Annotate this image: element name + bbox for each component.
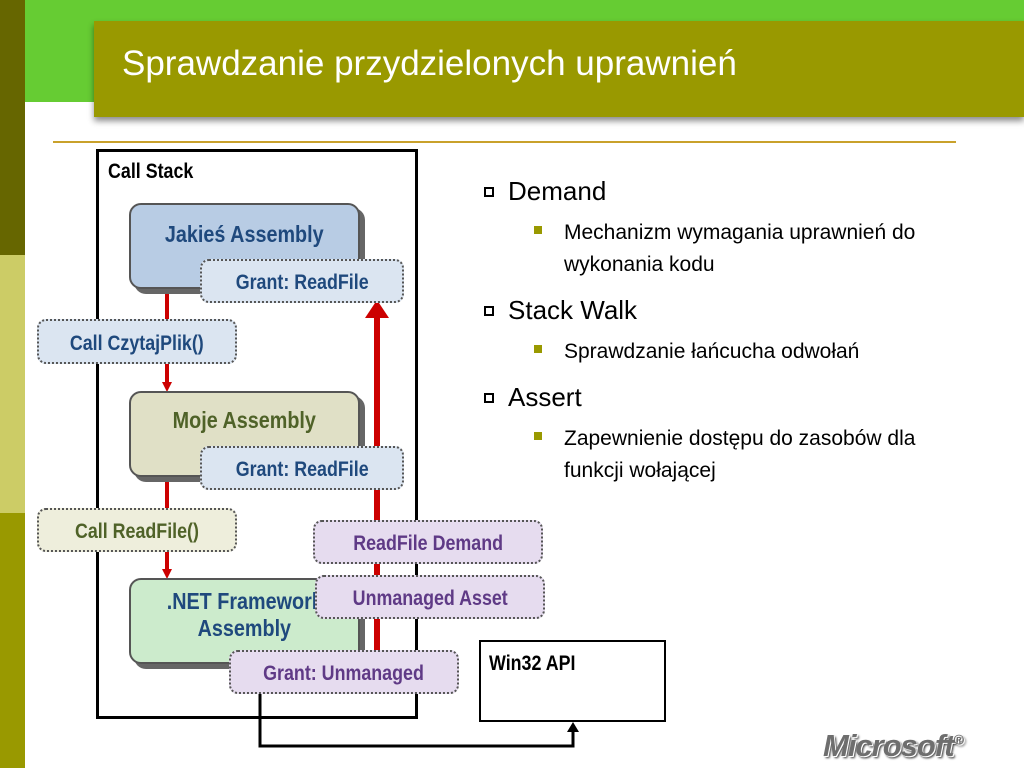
win32-connector-arrowhead — [567, 722, 579, 732]
sub-bullet-item: Sprawdzanie łańcucha odwołań — [534, 336, 1004, 368]
grant-tag-label: Grant: Unmanaged — [263, 662, 425, 685]
unmanaged-assert-tag: Unmanaged Asset — [315, 575, 545, 619]
bullet-item: Assert — [484, 382, 1004, 413]
grant-tag-readfile-1: Grant: ReadFile — [200, 259, 404, 303]
assembly-jakies-label: Jakieś Assembly — [165, 221, 324, 247]
bullet-item: Demand — [484, 176, 1004, 207]
bullet-label: Assert — [508, 382, 582, 412]
win32-api-box — [479, 640, 666, 722]
title-bar — [94, 21, 1024, 117]
assembly-net-framework: .NET Framework Assembly — [129, 578, 360, 664]
sub-bullet-label: Sprawdzanie łańcucha odwołań — [564, 340, 860, 363]
call-tag-readfile: Call ReadFile() — [37, 508, 237, 552]
assembly-net-label-line2: Assembly — [197, 615, 292, 641]
bullet-square-icon — [484, 187, 494, 197]
bullet-item: Stack Walk — [484, 295, 1004, 326]
grant-tag-readfile-2: Grant: ReadFile — [200, 446, 404, 490]
call-tag-label: Call ReadFile() — [75, 520, 199, 543]
registered-mark: ® — [953, 731, 964, 748]
grant-tag-unmanaged: Grant: Unmanaged — [229, 650, 459, 694]
sub-bullet-item: Mechanizm wymagania uprawnień do wykonan… — [534, 217, 1004, 281]
left-stripe-dark — [0, 0, 25, 255]
grant-tag-label: Grant: ReadFile — [235, 271, 369, 294]
microsoft-logo: Microsoft® — [823, 728, 964, 764]
bullet-label: Stack Walk — [508, 295, 638, 325]
bullet-square-icon — [484, 393, 494, 403]
microsoft-logo-text: Microsoft — [823, 728, 954, 763]
call-tag-czytajplik: Call CzytajPlik() — [37, 319, 237, 364]
sub-bullet-square-icon — [534, 345, 542, 353]
left-stripe-light — [0, 255, 25, 513]
readfile-demand-tag: ReadFile Demand — [313, 520, 543, 564]
assembly-moje-label: Moje Assembly — [172, 407, 317, 433]
stack-walk-arrowhead — [365, 300, 389, 318]
readfile-demand-label: ReadFile Demand — [353, 532, 503, 555]
assembly-net-label-line1: .NET Framework — [166, 588, 323, 614]
win32-api-label: Win32 API — [489, 652, 576, 675]
left-stripe-bottom — [0, 513, 25, 768]
grant-tag-label: Grant: ReadFile — [235, 458, 369, 481]
slide-title: Sprawdzanie przydzielonych uprawnień — [122, 44, 737, 83]
call-tag-label: Call CzytajPlik() — [70, 332, 204, 355]
sub-bullet-label: Zapewnienie dostępu do zasobów dla funkc… — [564, 427, 916, 482]
sub-bullet-label: Mechanizm wymagania uprawnień do wykonan… — [564, 221, 916, 276]
bullet-label: Demand — [508, 176, 607, 206]
sub-bullet-item: Zapewnienie dostępu do zasobów dla funkc… — [534, 423, 1004, 487]
sub-bullet-square-icon — [534, 226, 542, 234]
title-divider — [53, 141, 956, 143]
bullet-square-icon — [484, 306, 494, 316]
unmanaged-assert-label: Unmanaged Asset — [352, 587, 508, 610]
sub-bullet-square-icon — [534, 432, 542, 440]
call-stack-label: Call Stack — [108, 160, 194, 183]
win32-connector — [258, 672, 575, 748]
bullet-list: Demand Mechanizm wymagania uprawnień do … — [484, 176, 1004, 501]
